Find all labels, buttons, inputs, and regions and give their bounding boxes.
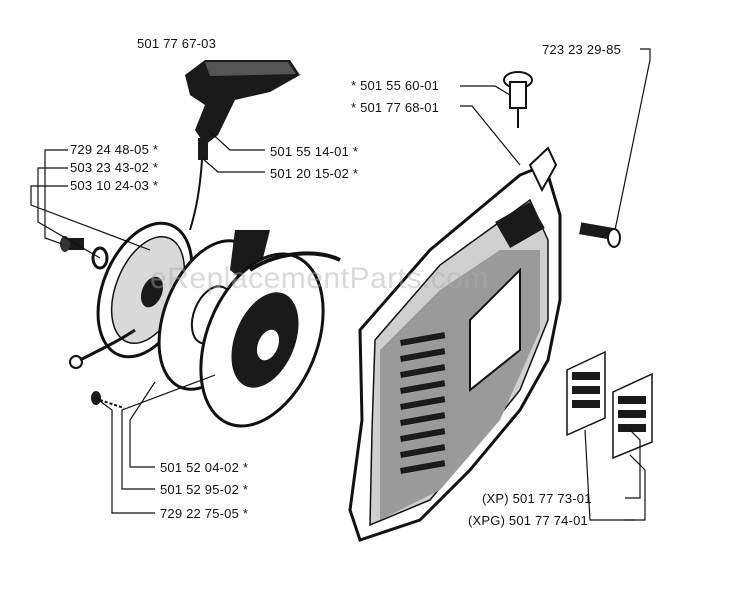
watermark: eReplacementParts.com [150, 262, 489, 295]
label-handle: 501 77 67-03 [137, 36, 217, 51]
label-bolt: 723 23 29-85 [542, 42, 622, 57]
cover-bolt [579, 222, 621, 248]
decal-xpg [612, 372, 653, 460]
label-screw-b: 729 22 75-05 * [160, 506, 249, 521]
starter-cover [348, 146, 562, 542]
leader-lines [30, 48, 651, 521]
label-rope: 501 20 15-02 * [270, 166, 359, 181]
label-handle-insert: 501 55 14-01 * [270, 144, 359, 159]
pawl-screw [91, 391, 125, 409]
grommet [503, 71, 533, 128]
starter-handle [185, 60, 300, 160]
label-pawl: 501 52 95-02 * [160, 482, 249, 497]
pawl-carrier [199, 251, 341, 428]
label-grommet-b: * 501 77 68-01 [351, 100, 440, 115]
label-decal-xpg: (XPG) 501 77 74-01 [468, 513, 588, 528]
decal-xp [566, 350, 606, 437]
spring-screw [60, 236, 109, 369]
label-washer-a: 503 23 43-02 * [70, 160, 159, 175]
label-spring-a: 503 10 24-03 * [70, 178, 159, 193]
label-pulley: 501 52 04-02 * [160, 460, 249, 475]
label-grommet-a: * 501 55 60-01 [351, 78, 440, 93]
label-screw-a: 729 24 48-05 * [70, 142, 159, 157]
starter-rope [189, 159, 203, 231]
label-decal-xp: (XP) 501 77 73-01 [482, 491, 592, 506]
